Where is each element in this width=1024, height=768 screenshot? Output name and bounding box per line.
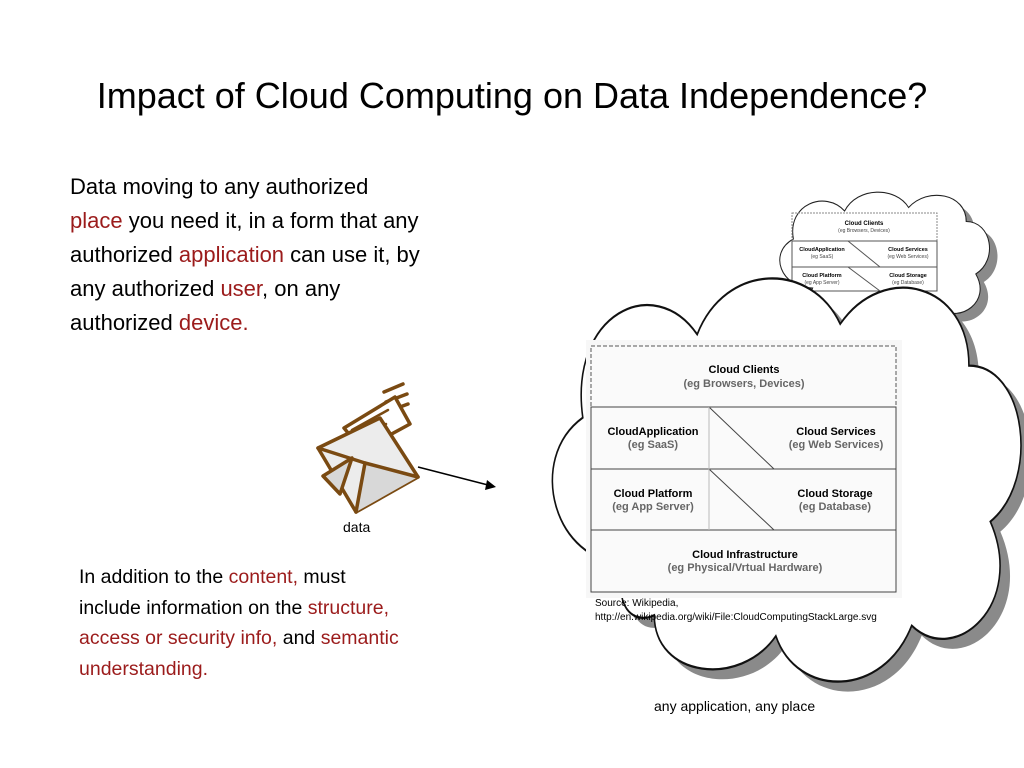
mini-platform-title: Cloud Platform [802,273,842,279]
para1-text: you need it, in a form that any authoriz… [70,208,419,267]
keyword-structure: structure, access or security info, [79,596,390,650]
keyword-content: content, [228,566,299,588]
keyword-user: user [220,276,263,301]
storage-sub: (eg Database) [799,501,871,513]
keyword-semantic: semantic understanding. [79,627,399,680]
source-line-1: Source: Wikipedia, [595,598,679,609]
mini-platform-sub: (eg App Server) [804,280,839,286]
services-title: Cloud Services [796,426,875,438]
app-sub: (eg SaaS) [628,439,678,451]
keyword-place: place [70,208,123,233]
addition-paragraph: In addition to the content, must include… [79,562,399,684]
mini-app-title: CloudApplication [799,247,845,253]
keyword-device: device [178,310,243,335]
mini-clients-title: Cloud Clients [845,221,884,227]
clients-title: Cloud Clients [709,364,780,376]
para2-text: In addition to the [79,566,229,588]
mini-app-sub: (eg SaaS) [811,254,834,260]
para1-period: . [242,310,249,335]
platform-title: Cloud Platform [614,488,693,500]
app-title: CloudApplication [607,426,698,438]
cloud-stack-diagram: Cloud Clients (eg Browsers, Devices) Clo… [586,340,902,598]
infra-title: Cloud Infrastructure [692,549,798,561]
source-url: http://en.wikipedia.org/wiki/File:CloudC… [595,612,877,623]
small-cloud: Cloud Clients (eg Browsers, Devices) Clo… [779,191,998,336]
mini-services-sub: (eg Web Services) [887,254,928,260]
mini-services-title: Cloud Services [888,247,928,253]
cloud-caption: any application, any place [654,698,816,714]
keyword-application: application [178,242,285,267]
data-caption: data [343,519,371,535]
arrow-connector [417,466,496,490]
para2-text: must include information on the [79,566,346,619]
mini-storage-sub: (eg Database) [892,280,924,286]
source-citation: Source: Wikipedia, http://en.wikipedia.o… [595,597,877,625]
clients-sub: (eg Browsers, Devices) [683,378,804,390]
infra-sub: (eg Physical/Vrtual Hardware) [668,562,823,574]
para2-text: and [277,627,321,649]
intro-paragraph: Data moving to any authorized place you … [70,170,420,340]
slide-title: Impact of Cloud Computing on Data Indepe… [96,75,928,116]
mini-stack-diagram: Cloud Clients (eg Browsers, Devices) Clo… [791,212,938,292]
mini-clients-sub: (eg Browsers, Devices) [838,228,890,234]
envelope-icon [316,382,420,514]
services-sub: (eg Web Services) [789,439,884,451]
para1-text: , on any authorized [70,276,341,335]
para1-text: Data moving to any authorized [70,174,369,199]
mini-storage-title: Cloud Storage [889,273,927,279]
storage-title: Cloud Storage [797,488,872,500]
platform-sub: (eg App Server) [612,501,694,513]
para1-text: can use it, by any authorized [70,242,420,301]
